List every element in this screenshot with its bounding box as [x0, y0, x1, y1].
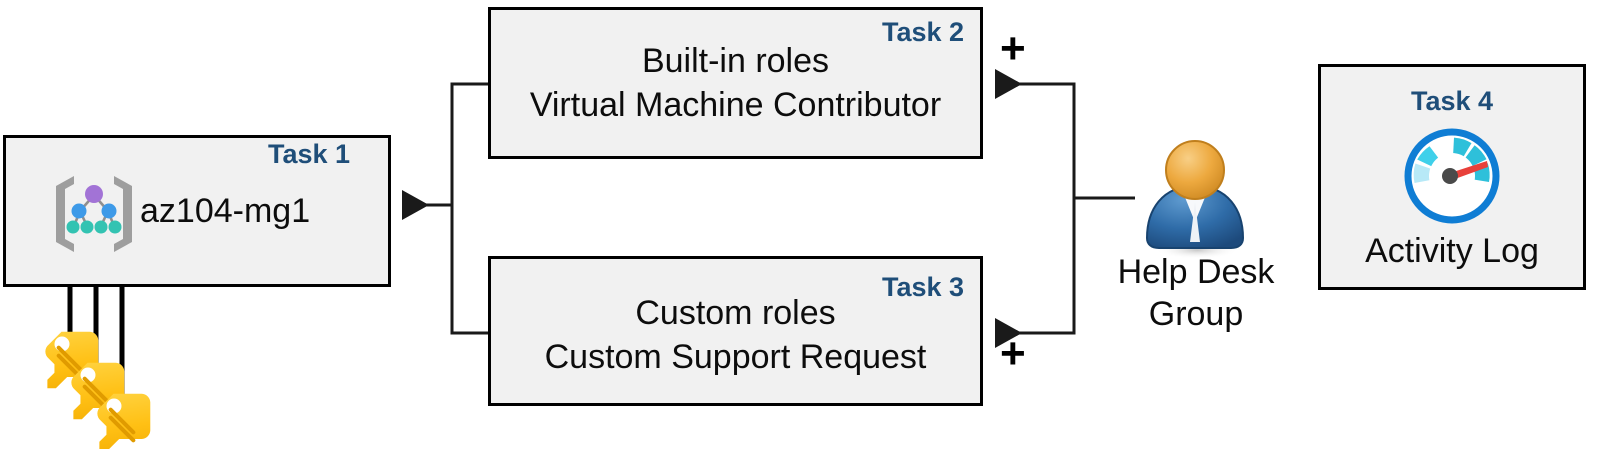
task3-label: Task 3 [882, 272, 965, 302]
task4-text: Activity Log [1365, 232, 1539, 270]
task2-label: Task 2 [882, 17, 965, 47]
plus-task2: + [1000, 24, 1026, 73]
task2-line2: Virtual Machine Contributor [529, 86, 942, 124]
key-3 [97, 393, 151, 449]
task1-box[interactable] [3, 135, 391, 287]
management-group-icon [44, 170, 144, 262]
task3-line1: Custom roles [635, 294, 836, 332]
connector-roles-to-management-group [402, 82, 488, 335]
persona-caption-line1: Help Desk [1117, 253, 1275, 291]
plus-task3: + [1000, 329, 1026, 378]
task1-label: Task 1 [268, 139, 351, 169]
task3-line2: Custom Support Request [544, 338, 927, 376]
task2-line1: Built-in roles [641, 42, 830, 80]
keys-icon [36, 310, 156, 449]
task4-label: Task 4 [1410, 86, 1494, 116]
task1-text: az104-mg1 [140, 192, 311, 230]
user-group-icon [1135, 138, 1255, 260]
task3-box[interactable] [488, 256, 983, 406]
task2-box[interactable] [488, 7, 983, 159]
persona-caption-line2: Group [1148, 295, 1244, 333]
activity-log-gauge-icon [1393, 128, 1511, 224]
